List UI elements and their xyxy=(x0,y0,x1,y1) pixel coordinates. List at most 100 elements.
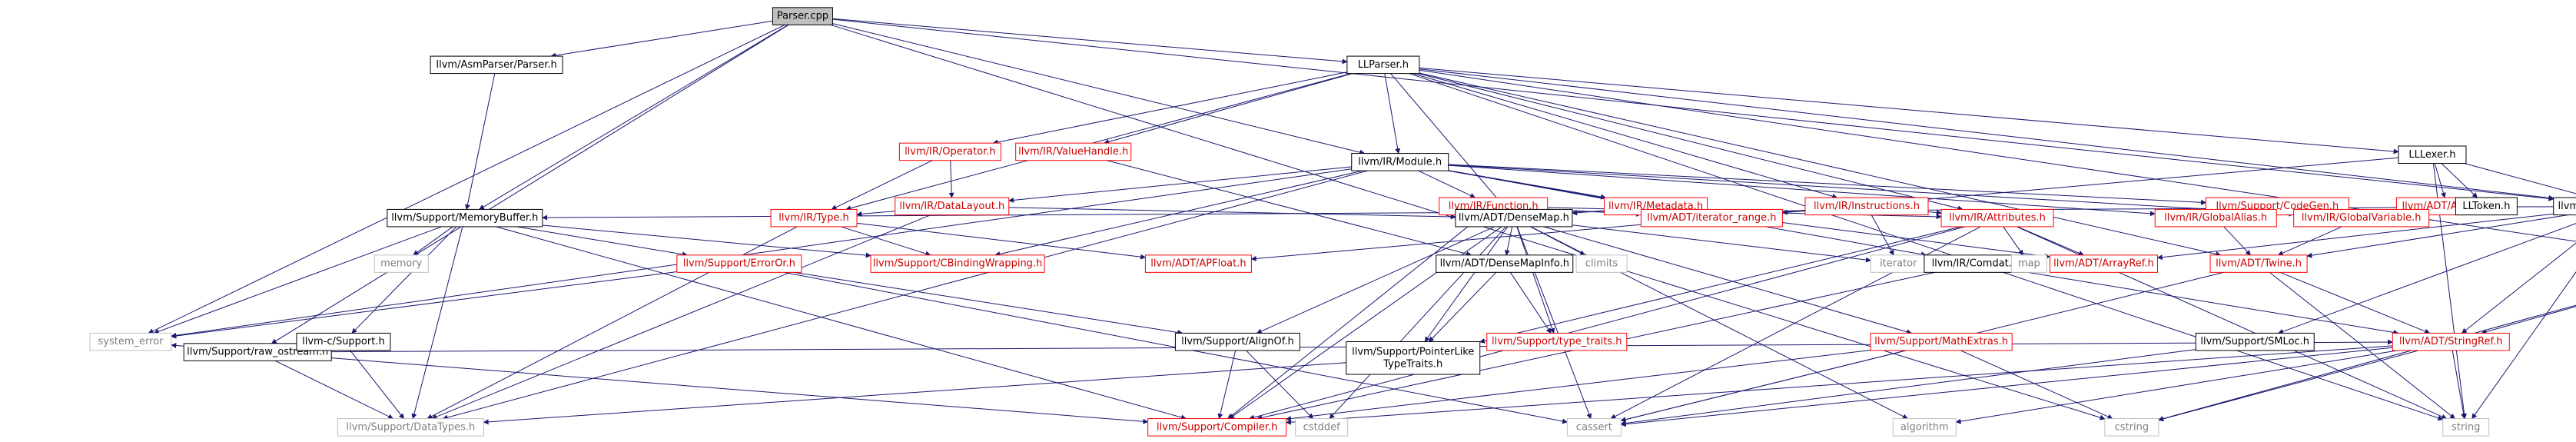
edge-stringref-to-compiler xyxy=(1286,345,2393,425)
node-erroror[interactable]: llvm/Support/ErrorOr.h xyxy=(676,254,802,273)
node-climits: climits xyxy=(1575,254,1628,273)
edge-memorybuffer-to-compiler xyxy=(496,226,1187,420)
node-ir_globalalias[interactable]: llvm/IR/GlobalAlias.h xyxy=(2154,208,2277,228)
edge-ir_attributes-to-arrayref xyxy=(2017,226,2084,256)
edge-ir_datalayout-to-ir_type xyxy=(856,211,895,217)
node-asmparser[interactable]: llvm/AsmParser/Parser.h xyxy=(430,55,563,75)
node-compiler[interactable]: llvm/Support/Compiler.h xyxy=(1147,418,1287,437)
edge-stringref-to-algorithm xyxy=(1955,350,2398,424)
edge-sourcemgr-to-twine xyxy=(2306,214,2568,258)
node-box xyxy=(2010,254,2047,273)
node-parser[interactable]: Parser.cpp xyxy=(772,7,833,25)
node-box xyxy=(895,197,1010,216)
node-sourcemgr[interactable]: llvm/Support/SourceMgr.h xyxy=(2553,197,2576,216)
node-box xyxy=(2195,332,2315,351)
edge-sourcemgr-to-stringref xyxy=(2461,242,2576,334)
node-box xyxy=(1455,208,1573,228)
node-apfloat[interactable]: llvm/ADT/APFloat.h xyxy=(1144,254,1252,273)
edge-ir_attributes-to-compiler xyxy=(1248,226,1966,420)
node-lllexer[interactable]: LLLexer.h xyxy=(2398,145,2467,164)
node-mathextras[interactable]: llvm/Support/MathExtras.h xyxy=(1870,332,2013,351)
node-box xyxy=(1015,142,1132,161)
edge-lllexer-to-sourcemgr xyxy=(2464,163,2576,194)
node-llparser[interactable]: LLParser.h xyxy=(1346,55,1420,75)
node-stringref[interactable]: llvm/ADT/StringRef.h xyxy=(2392,332,2510,351)
edge-ir_module-to-ir_globalvariable xyxy=(1448,165,2295,217)
node-label: llvm/ADT/Twine.h xyxy=(2216,258,2302,270)
edge-ir_globalalias-to-twine xyxy=(2223,226,2251,256)
node-label: algorithm xyxy=(1900,421,1949,433)
node-box xyxy=(870,254,1045,273)
node-box xyxy=(1870,332,2013,351)
node-box xyxy=(1144,254,1252,273)
edge-sourcemgr-to-arrayref xyxy=(2156,213,2554,261)
edge-ir_operator-to-ir_type xyxy=(831,160,933,210)
node-arrayref[interactable]: llvm/ADT/ArrayRef.h xyxy=(2049,254,2158,273)
edge-llparser-to-ir_instructions xyxy=(1412,73,1838,199)
edge-llparser-to-twine xyxy=(1419,72,2222,257)
edge-parser-to-memorybuffer xyxy=(479,24,788,210)
node-iterator: iterator xyxy=(1870,254,1927,273)
edge-erroror-to-alignof xyxy=(794,271,1183,335)
edge-ir_module-to-ir_function xyxy=(1418,170,1476,198)
node-rawostream[interactable]: llvm/Support/raw_ostream.h xyxy=(183,343,332,361)
node-box xyxy=(2154,208,2277,228)
node-label: llvm/IR/GlobalVariable.h xyxy=(2302,212,2422,224)
node-box xyxy=(1174,332,1300,351)
node-lltoken[interactable]: LLToken.h xyxy=(2455,197,2518,216)
edge-llparser-to-sourcemgr xyxy=(1419,68,2554,201)
edge-stringref-to-cstring xyxy=(2158,350,2419,422)
node-box xyxy=(772,7,833,25)
node-label: cassert xyxy=(1576,421,1612,433)
node-label: llvm/ADT/APFloat.h xyxy=(1150,258,1246,270)
node-c_support[interactable]: llvm-c/Support.h xyxy=(296,332,391,351)
node-label: memory xyxy=(380,258,423,270)
node-ir_type[interactable]: llvm/IR/Type.h xyxy=(770,208,858,228)
node-ir_operator[interactable]: llvm/IR/Operator.h xyxy=(898,142,1001,161)
edge-memorybuffer-to-datatypes xyxy=(411,226,463,420)
node-ir_attributes[interactable]: llvm/IR/Attributes.h xyxy=(1940,208,2054,228)
node-box xyxy=(373,254,429,273)
node-densemap[interactable]: llvm/ADT/DenseMap.h xyxy=(1455,208,1573,228)
node-ir_globalvariable[interactable]: llvm/IR/GlobalVariable.h xyxy=(2293,208,2430,228)
node-type_traits[interactable]: llvm/Support/type_traits.h xyxy=(1486,332,1628,351)
edge-erroror-to-system_error xyxy=(171,271,677,339)
node-box xyxy=(1940,208,2054,228)
node-box xyxy=(1436,254,1574,273)
edge-memorybuffer-to-memory xyxy=(413,226,453,256)
node-label: llvm/ADT/StringRef.h xyxy=(2399,336,2502,347)
edge-llparser-to-densemap xyxy=(1390,73,1507,210)
node-ir_module[interactable]: llvm/IR/Module.h xyxy=(1351,153,1449,171)
edge-densemapinfo-to-type_traits xyxy=(1509,272,1552,334)
node-label: LLLexer.h xyxy=(2408,149,2455,161)
node-twine[interactable]: llvm/ADT/Twine.h xyxy=(2209,254,2308,273)
node-system_error: system_error xyxy=(89,332,172,351)
node-label: map xyxy=(2018,258,2040,270)
node-cbinding[interactable]: llvm/Support/CBindingWrapping.h xyxy=(870,254,1045,273)
node-iterator_range[interactable]: llvm/ADT/iterator_range.h xyxy=(1640,208,1783,228)
edge-ir_module-to-cbinding xyxy=(994,170,1363,257)
node-label: llvm/IR/Type.h xyxy=(778,212,848,224)
node-box xyxy=(1804,197,1929,216)
node-densemapinfo[interactable]: llvm/ADT/DenseMapInfo.h xyxy=(1436,254,1574,273)
node-box xyxy=(1566,418,1622,437)
node-ir_datalayout[interactable]: llvm/IR/DataLayout.h xyxy=(895,197,1010,216)
edge-parser-to-sourcemgr xyxy=(832,18,2554,201)
node-box xyxy=(2442,418,2490,437)
node-label: llvm/IR/GlobalAlias.h xyxy=(2164,212,2267,224)
node-alignof[interactable]: llvm/Support/AlignOf.h xyxy=(1174,332,1300,351)
edge-memorybuffer-to-cbinding xyxy=(542,224,871,258)
node-ir_instructions[interactable]: llvm/IR/Instructions.h xyxy=(1804,197,1929,216)
node-smloc[interactable]: llvm/Support/SMLoc.h xyxy=(2195,332,2315,351)
edge-smloc-to-cassert xyxy=(1620,349,2196,426)
node-ir_comdat[interactable]: llvm/IR/Comdat.h xyxy=(1924,254,2027,273)
node-box xyxy=(1575,254,1628,273)
node-ir_valuehandle[interactable]: llvm/IR/ValueHandle.h xyxy=(1015,142,1132,161)
edge-densemap-to-alignof xyxy=(1256,226,1495,334)
edge-ir_module-to-ir_globalalias xyxy=(1448,165,2156,217)
edge-memorybuffer-to-erroror xyxy=(516,226,688,258)
nodes-layer: Parser.cpp llvm/AsmParser/Parser.h LLParse… xyxy=(89,7,2576,437)
node-memorybuffer[interactable]: llvm/Support/MemoryBuffer.h xyxy=(387,208,543,228)
